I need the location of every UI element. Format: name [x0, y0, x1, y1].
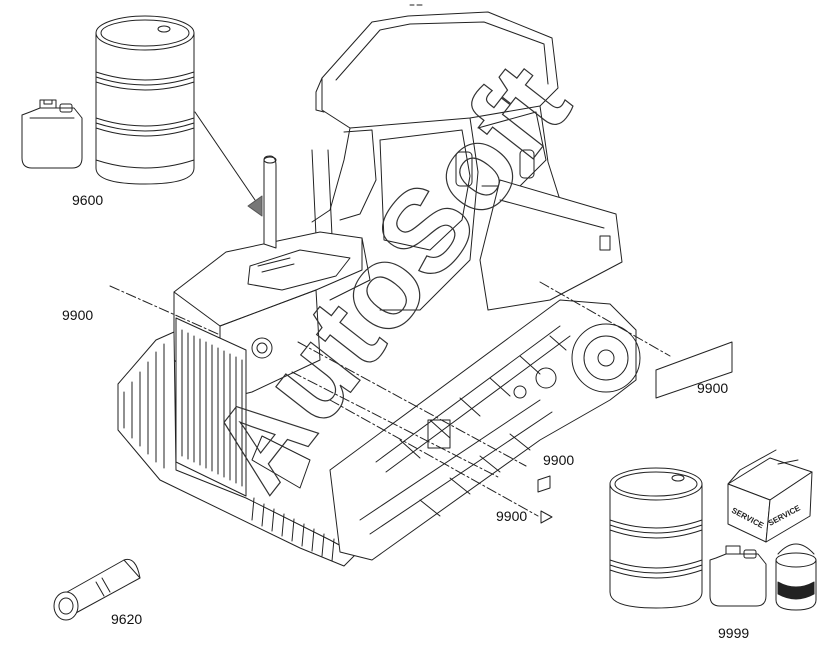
service-box-icon: [727, 449, 813, 543]
arrow-triangle-icon: [247, 195, 263, 217]
oil-drum-icon: [609, 467, 703, 609]
jerrycan-icon: [21, 99, 83, 169]
right-track: [329, 299, 641, 561]
part-label-9600: 9600: [72, 192, 104, 208]
part-label-9620: 9620: [111, 611, 143, 627]
dozer-cab: [311, 11, 561, 311]
arrow-triangle-icon: [540, 510, 553, 524]
decal-right: [655, 341, 733, 399]
decal-center: [537, 475, 551, 493]
part-label-9900-left: 9900: [62, 307, 94, 323]
leader-lines: [109, 281, 671, 517]
part-label-9900-center: 9900: [543, 452, 575, 468]
jerrycan-icon: [709, 545, 767, 607]
oil-drum-icon: [95, 15, 195, 185]
part-label-9900-bottom: 9900: [496, 508, 528, 524]
rolled-sheet-icon: [53, 558, 141, 621]
part-label-9900-right: 9900: [697, 380, 729, 396]
part-label-9999: 9999: [718, 625, 750, 641]
dozer-body: [173, 155, 623, 497]
paint-can-icon: [775, 543, 817, 611]
